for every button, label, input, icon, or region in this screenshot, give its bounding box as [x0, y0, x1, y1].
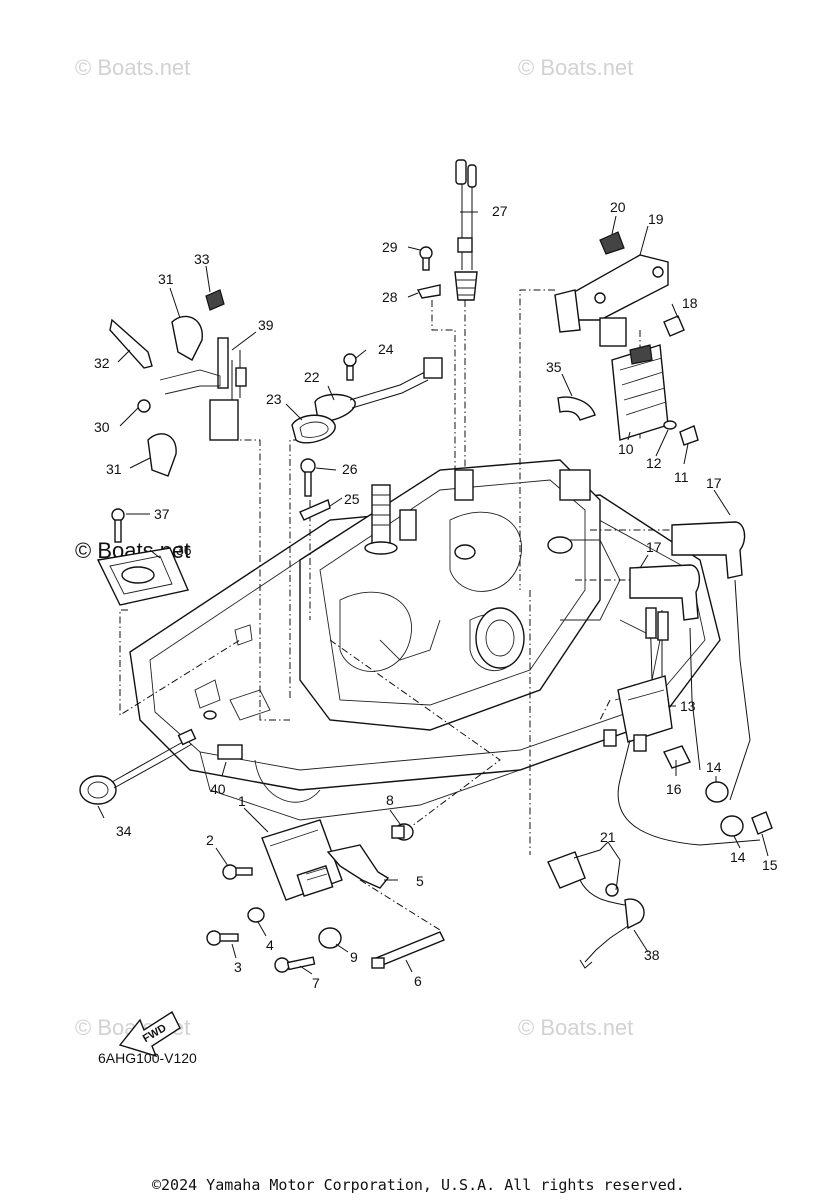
part-39-sensor	[159, 337, 247, 441]
part-6-cable-tie	[371, 931, 445, 969]
callout-14-lower: 14	[730, 849, 746, 865]
part-27-lead	[454, 159, 478, 301]
part-3-bolt	[206, 930, 239, 946]
callout-6: 6	[414, 973, 422, 989]
part-7-bolt	[274, 956, 316, 973]
part-24-screw	[343, 353, 357, 381]
callout-36: 36	[176, 542, 192, 558]
part-37-bolt	[111, 508, 125, 543]
callout-24: 24	[378, 341, 394, 357]
callout-16: 16	[666, 781, 682, 797]
part-34-switch	[79, 728, 197, 805]
engine-base-illustration	[129, 459, 721, 821]
callout-22: 22	[304, 369, 320, 385]
callout-35: 35	[546, 359, 562, 375]
part-15-clip	[751, 811, 773, 835]
callout-8: 8	[386, 792, 394, 808]
copyright-notice: ©2024 Yamaha Motor Corporation, U.S.A. A…	[152, 1176, 685, 1194]
part-29-screw	[419, 246, 433, 271]
callout-11: 11	[674, 469, 689, 485]
callout-9: 9	[350, 949, 358, 965]
callout-20: 20	[610, 199, 626, 215]
part-9-grommet	[318, 927, 342, 949]
part-40-label	[217, 744, 243, 760]
part-25-clip	[299, 499, 331, 521]
part-20-clip	[599, 231, 625, 255]
callout-18: 18	[682, 295, 698, 311]
callout-28: 28	[382, 289, 398, 305]
part-23-grommet	[291, 414, 336, 444]
callout-1: 1	[238, 793, 246, 809]
callout-2: 2	[206, 832, 214, 848]
part-26-bolt	[300, 458, 316, 497]
callout-39: 39	[258, 317, 274, 333]
callout-32: 32	[94, 355, 110, 371]
part-38-cap	[579, 898, 645, 969]
callout-15: 15	[762, 857, 778, 873]
callout-31-lower: 31	[106, 461, 122, 477]
callout-17-left: 17	[646, 539, 662, 555]
watermark-top-right: © Boats.net	[518, 55, 633, 80]
part-2-bolt	[222, 864, 253, 880]
part-30-bolt	[137, 399, 151, 413]
callout-4: 4	[266, 937, 274, 953]
part-36-bracket	[96, 547, 189, 606]
part-31-clamp-lower	[147, 433, 177, 477]
part-4-collar	[247, 907, 265, 923]
callout-23: 23	[266, 391, 282, 407]
callout-13: 13	[680, 698, 696, 714]
part-11-bolt	[679, 425, 699, 446]
callout-17-right: 17	[706, 475, 722, 491]
callout-27: 27	[492, 203, 508, 219]
callout-7: 7	[312, 975, 320, 991]
callout-19: 19	[648, 211, 664, 227]
callout-40: 40	[210, 781, 226, 797]
callout-31-upper: 31	[158, 271, 174, 287]
callout-numbers: 1 2 3 4 5 6 7 8 9 10 11 12 13 14 14 15 1…	[94, 199, 778, 991]
callout-33: 33	[194, 251, 210, 267]
part-31-clamp-upper	[171, 315, 203, 361]
part-17-plug-cap-right	[671, 521, 751, 801]
part-10-rectifier	[611, 344, 669, 441]
part-17-plug-cap-left	[629, 564, 701, 771]
part-22-harness	[314, 357, 443, 422]
part-35-clamp	[557, 396, 596, 421]
callout-5: 5	[416, 873, 424, 889]
part-8-collar	[391, 823, 414, 841]
part-14-grommet-upper	[705, 781, 729, 803]
callout-38: 38	[644, 947, 660, 963]
callout-34: 34	[116, 823, 132, 839]
callout-37: 37	[154, 506, 170, 522]
part-28-clip	[416, 284, 441, 299]
callout-leaders	[97, 211, 769, 975]
part-18-bolt	[663, 315, 685, 337]
callout-30: 30	[94, 419, 110, 435]
part-32-cable-tie	[109, 318, 153, 369]
part-13-ignition-coil	[603, 607, 761, 846]
part-14-grommet-lower	[720, 815, 744, 837]
part-1-cdi-unit	[261, 819, 343, 901]
part-16-bolt	[663, 745, 691, 769]
callout-3: 3	[234, 959, 242, 975]
part-12-washer	[663, 420, 677, 430]
part-21-sensor	[547, 851, 626, 906]
callout-26: 26	[342, 461, 358, 477]
callout-14-upper: 14	[706, 759, 722, 775]
part-33-clip	[205, 289, 225, 311]
callout-12: 12	[646, 455, 662, 471]
part-5-bracket	[326, 844, 390, 889]
fwd-arrow-icon: FWD	[118, 1010, 181, 1058]
callout-29: 29	[382, 239, 398, 255]
watermark-top-left: © Boats.net	[75, 55, 190, 80]
callout-25: 25	[344, 491, 360, 507]
callout-10: 10	[618, 441, 634, 457]
watermark-bottom-right: © Boats.net	[518, 1015, 633, 1040]
part-19-bracket	[554, 254, 669, 347]
callout-21: 21	[600, 829, 616, 845]
diagram-code: 6AHG100-V120	[98, 1050, 197, 1066]
